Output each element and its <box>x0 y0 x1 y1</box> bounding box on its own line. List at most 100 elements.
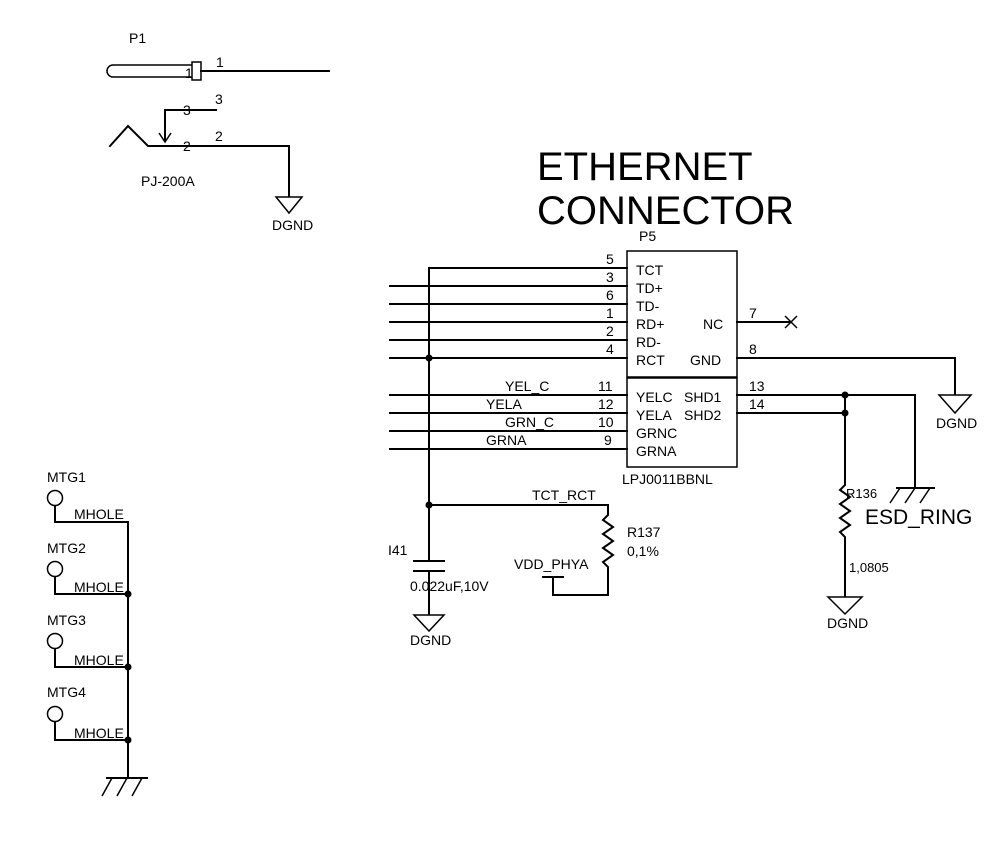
pin3-inner-number: 3 <box>183 102 191 118</box>
mounting-hole-icon <box>46 705 64 723</box>
mtg2-wire <box>54 576 129 595</box>
pin-shd2-num: 14 <box>749 396 765 412</box>
mtg4-label: MHOLE <box>74 725 124 741</box>
pin-td-plus-name: TD+ <box>636 280 663 296</box>
junction-dot <box>841 391 849 399</box>
capacitor-value: 0.022uF,10V <box>410 578 489 594</box>
r136-ref: R136 <box>846 486 877 501</box>
net-yel-c: YEL_C <box>505 378 549 394</box>
pin-rd-plus-num: 1 <box>606 305 614 321</box>
connector-upper-body <box>626 250 738 378</box>
junction-dot <box>425 354 433 362</box>
net-grna: GRNA <box>486 432 527 448</box>
r136-body <box>838 412 852 597</box>
p1-part-name: PJ-200A <box>141 173 195 189</box>
tct-rct-net-label: TCT_RCT <box>532 487 596 503</box>
pin-tct-name: TCT <box>636 262 664 278</box>
pin-rd-plus-name: RD+ <box>636 316 664 332</box>
pin-grna-name: GRNA <box>636 443 677 459</box>
pin-grnc-name: GRNC <box>636 425 677 441</box>
tct-rct-network: TCT_RCT R137 0,1% VDD_PHYA I41 0.022uF,1… <box>388 267 661 648</box>
pin-gnd-name: GND <box>690 352 721 368</box>
pin-yela-name: YELA <box>636 407 672 423</box>
mtg1-ref: MTG1 <box>47 469 86 485</box>
junction-dot <box>124 663 132 671</box>
p1-ground-label: DGND <box>272 217 313 233</box>
pin-rd-minus-name: RD- <box>636 334 661 350</box>
mtg3-wire <box>54 648 129 668</box>
pin2-number: 2 <box>215 128 223 144</box>
mtg3-label: MHOLE <box>74 652 124 668</box>
connector-led-body <box>626 377 738 468</box>
capacitor-ground-label: DGND <box>410 632 451 648</box>
pin-nc-num: 7 <box>749 305 757 321</box>
title-line-2: CONNECTOR <box>537 189 794 233</box>
r137-ref: R137 <box>627 524 661 540</box>
pin2-inner-number: 2 <box>183 138 191 154</box>
junction-dot <box>124 590 132 598</box>
pin-yelc-name: YELC <box>636 389 673 405</box>
chassis-ground-icon <box>101 777 143 797</box>
mounting-holes: MTG1 MHOLE MTG2 MHOLE MTG3 MHOLE MTG4 MH… <box>46 469 148 797</box>
net-grn-c: GRN_C <box>505 414 554 430</box>
mtg2-label: MHOLE <box>74 579 124 595</box>
pin-shd1-num: 13 <box>749 378 765 394</box>
pin-shd1-wire <box>736 394 916 489</box>
pin-rd-minus-num: 2 <box>606 323 614 339</box>
mtg3-ref: MTG3 <box>47 612 86 628</box>
mtg2-ref: MTG2 <box>47 540 86 556</box>
jack-pin-body <box>106 64 192 78</box>
r136-value: 1,0805 <box>849 560 889 575</box>
resistor-r136: R136 1,0805 DGND <box>826 391 889 631</box>
capacitor-ref: I41 <box>388 542 408 558</box>
r137-net-wire <box>428 504 615 596</box>
mtg1-label: MHOLE <box>74 506 124 522</box>
mtg1-wire <box>54 505 129 523</box>
ground-symbol <box>826 596 864 616</box>
p1-ref: P1 <box>129 30 146 46</box>
junction-dot <box>124 736 132 744</box>
mounting-hole-icon <box>46 489 64 507</box>
p5-ref: P5 <box>639 228 656 244</box>
pin-yela-num: 12 <box>598 396 614 412</box>
ethernet-connector-p5: P5 LPJ0011BBNL 5 TCT 3 TD+ 6 TD- 1 RD+ 2… <box>389 228 977 489</box>
pin2-wire <box>108 124 290 197</box>
esd-ring-label: ESD_RING <box>865 506 972 529</box>
no-connect-icon <box>784 315 798 329</box>
mtg4-wire <box>54 721 129 741</box>
pin1-number: 1 <box>216 54 224 70</box>
ground-symbol <box>937 394 973 415</box>
pin-td-minus-name: TD- <box>636 298 660 314</box>
mtg4-ref: MTG4 <box>47 684 86 700</box>
pin-yelc-num: 11 <box>598 378 613 394</box>
ground-symbol <box>412 614 446 633</box>
pin-shd1-name: SHD1 <box>684 389 722 405</box>
esd-ring-ground: ESD_RING <box>865 487 972 529</box>
pin-gnd-num: 8 <box>749 341 757 357</box>
power-jack-p1: P1 1 1 3 3 2 2 PJ-200A DGND <box>106 30 330 233</box>
pin1-inner-number: 1 <box>185 65 193 81</box>
pin-grnc-num: 10 <box>598 414 614 430</box>
ground-symbol <box>274 196 304 215</box>
pin-nc-name: NC <box>703 316 723 332</box>
pin-grna-num: 9 <box>604 432 612 448</box>
pin-td-minus-num: 6 <box>606 287 614 303</box>
pin3-wire <box>164 109 217 141</box>
pin3-number: 3 <box>215 91 223 107</box>
pin-shd2-name: SHD2 <box>684 407 722 423</box>
mounting-hole-icon <box>46 560 64 578</box>
chassis-ground-icon <box>889 487 931 504</box>
r137-value: 0,1% <box>627 543 659 559</box>
r136-ground-label: DGND <box>827 615 868 631</box>
pin-rct-name: RCT <box>636 352 665 368</box>
pin-td-plus-num: 3 <box>606 269 614 285</box>
vdd-phya-label: VDD_PHYA <box>514 556 589 572</box>
pin-rct-num: 4 <box>606 341 614 357</box>
title-line-1: ETHERNET <box>537 145 753 189</box>
pin-tct-num: 5 <box>606 251 614 267</box>
pin3-arrow <box>158 132 172 144</box>
p5-part-name: LPJ0011BBNL <box>622 471 713 487</box>
p5-ground-label: DGND <box>936 415 977 431</box>
net-yela: YELA <box>486 396 522 412</box>
